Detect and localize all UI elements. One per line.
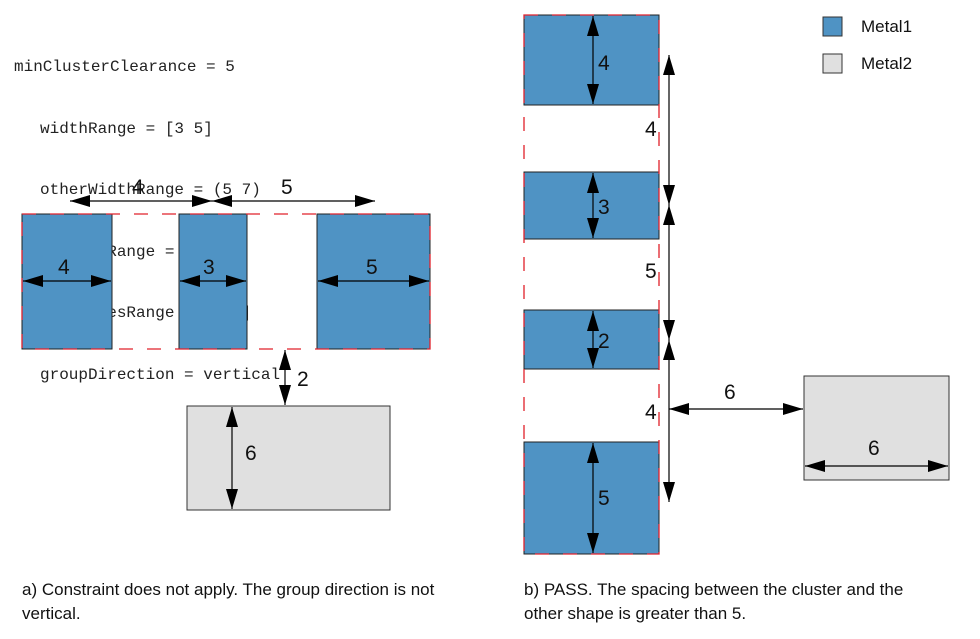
rule-title: minClusterClearance = 5 [14,58,235,76]
spacing-label: 4 [132,176,144,199]
metal1-shape [523,171,660,240]
metal1-shape [523,14,660,106]
caption-a: a) Constraint does not apply. The group … [22,580,435,623]
metal1-shape [523,309,660,370]
metal1-shape [523,441,660,555]
cluster-boundary [523,14,660,555]
width-label: 4 [598,52,610,75]
spacing-label: 4 [645,401,657,424]
spacing-label: 5 [281,176,293,199]
metal2-shape [803,375,950,481]
cluster-boundary [21,213,431,350]
clearance-label: 2 [297,368,309,391]
rule-param: groupDirection = vertical [40,365,281,384]
rule-param: widthRange = [3 5] [40,119,213,138]
rule-param: otherWidthRange = (5 7) [40,181,261,199]
legend-swatch-metal1 [822,16,843,37]
panel-b: 4 3 2 5 4 5 4 6 6 [523,14,950,555]
width-label: 5 [598,487,610,510]
width-label: 5 [366,256,378,279]
clearance-label: 6 [724,381,736,404]
width-label: 4 [58,256,70,279]
caption-b: b) PASS. The spacing between the cluster… [524,580,904,623]
other-width-label: 6 [245,442,257,465]
legend-label: Metal1 [861,17,912,36]
legend: Metal1 Metal2 [822,16,912,74]
spacing-label: 5 [645,260,657,283]
spacing-label: 4 [645,118,657,141]
other-width-label: 6 [868,437,880,460]
legend-swatch-metal2 [822,53,843,74]
legend-label: Metal2 [861,54,912,73]
width-label: 3 [598,196,610,219]
width-label: 3 [203,256,215,279]
metal2-shape [186,405,391,511]
width-label: 2 [598,330,610,353]
panel-a: 4 5 4 3 5 2 6 [21,176,431,511]
